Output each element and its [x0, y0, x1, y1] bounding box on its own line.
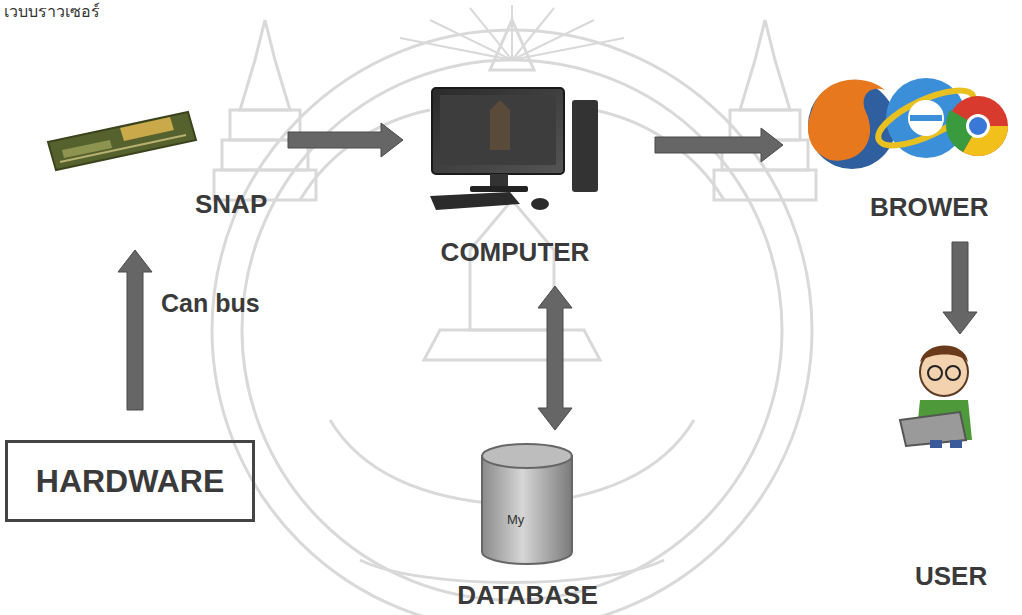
watermark-seal: [212, 5, 816, 615]
page-heading-fragment: เวบบราวเซอร์: [4, 2, 100, 21]
snap-node: SNAP: [45, 105, 280, 230]
node-label: SNAP: [195, 190, 267, 220]
node-label: DATABASE: [457, 581, 598, 611]
database-cylinder: [482, 444, 572, 564]
block-arrow: [118, 250, 152, 410]
snap-board: [48, 112, 196, 170]
user-node: USER: [890, 340, 1012, 600]
computer-icon: [430, 88, 598, 210]
node-label: BROWER: [870, 193, 988, 223]
browser-node: BROWER: [795, 70, 1010, 230]
browser-icons: [808, 78, 1008, 169]
block-arrow: [655, 128, 783, 162]
edge-label: Can bus: [161, 288, 260, 318]
block-arrow: [288, 123, 403, 157]
computer-node: COMPUTER: [415, 80, 615, 272]
block-arrow: [943, 242, 977, 334]
node-label: HARDWARE: [36, 463, 224, 500]
hardware-box: HARDWARE: [5, 440, 255, 522]
database-node: DATABASE: [440, 440, 615, 612]
database-logo-text: My: [507, 512, 524, 528]
block-arrow: [538, 286, 572, 430]
node-label: COMPUTER: [441, 238, 590, 268]
node-label: USER: [915, 562, 987, 592]
user-figure: [900, 346, 972, 449]
